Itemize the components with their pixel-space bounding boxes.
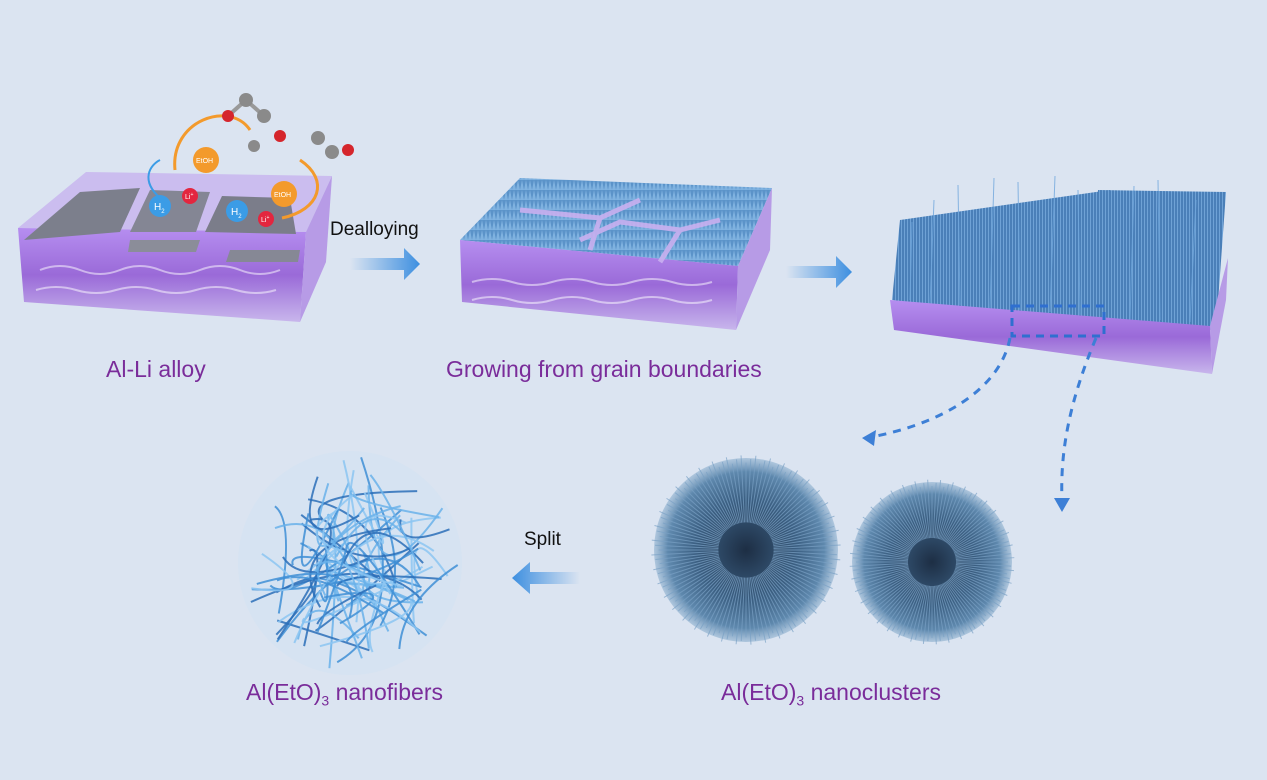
- label-nanofibers: Al(EtO)3 nanofibers: [246, 679, 443, 709]
- nanofiber-ball: [238, 451, 462, 675]
- tall-fiber-block: [890, 175, 1228, 374]
- li-ion: [182, 188, 198, 204]
- alloy-block: [18, 172, 332, 322]
- dashed-arrow: [865, 337, 1012, 440]
- growing-block: [460, 178, 772, 330]
- h2-label: H: [231, 207, 238, 218]
- li-label: Li: [261, 217, 267, 224]
- h2-subscript: 2: [238, 214, 242, 220]
- h2-bubble: [226, 200, 248, 222]
- label-al-li-alloy: Al-Li alloy: [106, 356, 206, 382]
- svg-text:Li+: Li+: [261, 215, 269, 224]
- nanoclusters-formula: Al(EtO): [721, 679, 797, 705]
- nanoclusters-subscript: 3: [796, 692, 805, 709]
- nanoclusters-text: nanoclusters: [804, 679, 941, 705]
- h2-subscript: 2: [161, 209, 165, 215]
- h2-label: H: [154, 202, 161, 213]
- nanofibers-text: nanofibers: [329, 679, 443, 705]
- svg-text:H2: H2: [231, 207, 242, 220]
- svg-text:Li+: Li+: [185, 192, 193, 201]
- reaction-molecules: H2 H2 Li+ Li+ EtOH EtOH: [147, 93, 354, 227]
- li-superscript: +: [266, 215, 269, 221]
- li-label: Li: [185, 194, 191, 201]
- li-superscript: +: [190, 192, 193, 198]
- nanofibers-subscript: 3: [321, 692, 330, 709]
- right-arrow-icon: [786, 256, 852, 288]
- nanocluster-balls: [651, 455, 1015, 645]
- h2-bubble: [149, 195, 171, 217]
- svg-text:H2: H2: [154, 202, 165, 215]
- right-arrow-icon: [350, 248, 420, 280]
- nanofibers-formula: Al(EtO): [246, 679, 322, 705]
- label-split: Split: [524, 529, 561, 550]
- dashed-arrow: [1060, 337, 1098, 501]
- label-nanoclusters: Al(EtO)3 nanoclusters: [721, 679, 941, 709]
- arrowhead-icon: [862, 430, 876, 446]
- ethanol-molecule: [222, 93, 354, 159]
- etoh-bubble: [271, 181, 297, 207]
- left-arrow-icon: [512, 562, 580, 594]
- label-growing: Growing from grain boundaries: [446, 356, 762, 382]
- etoh-label: EtOH: [274, 192, 291, 199]
- li-ion: [258, 211, 274, 227]
- etoh-label: EtOH: [196, 158, 213, 165]
- arrowhead-icon: [1054, 498, 1070, 512]
- etoh-bubble: [193, 147, 219, 173]
- label-dealloying: Dealloying: [330, 219, 419, 240]
